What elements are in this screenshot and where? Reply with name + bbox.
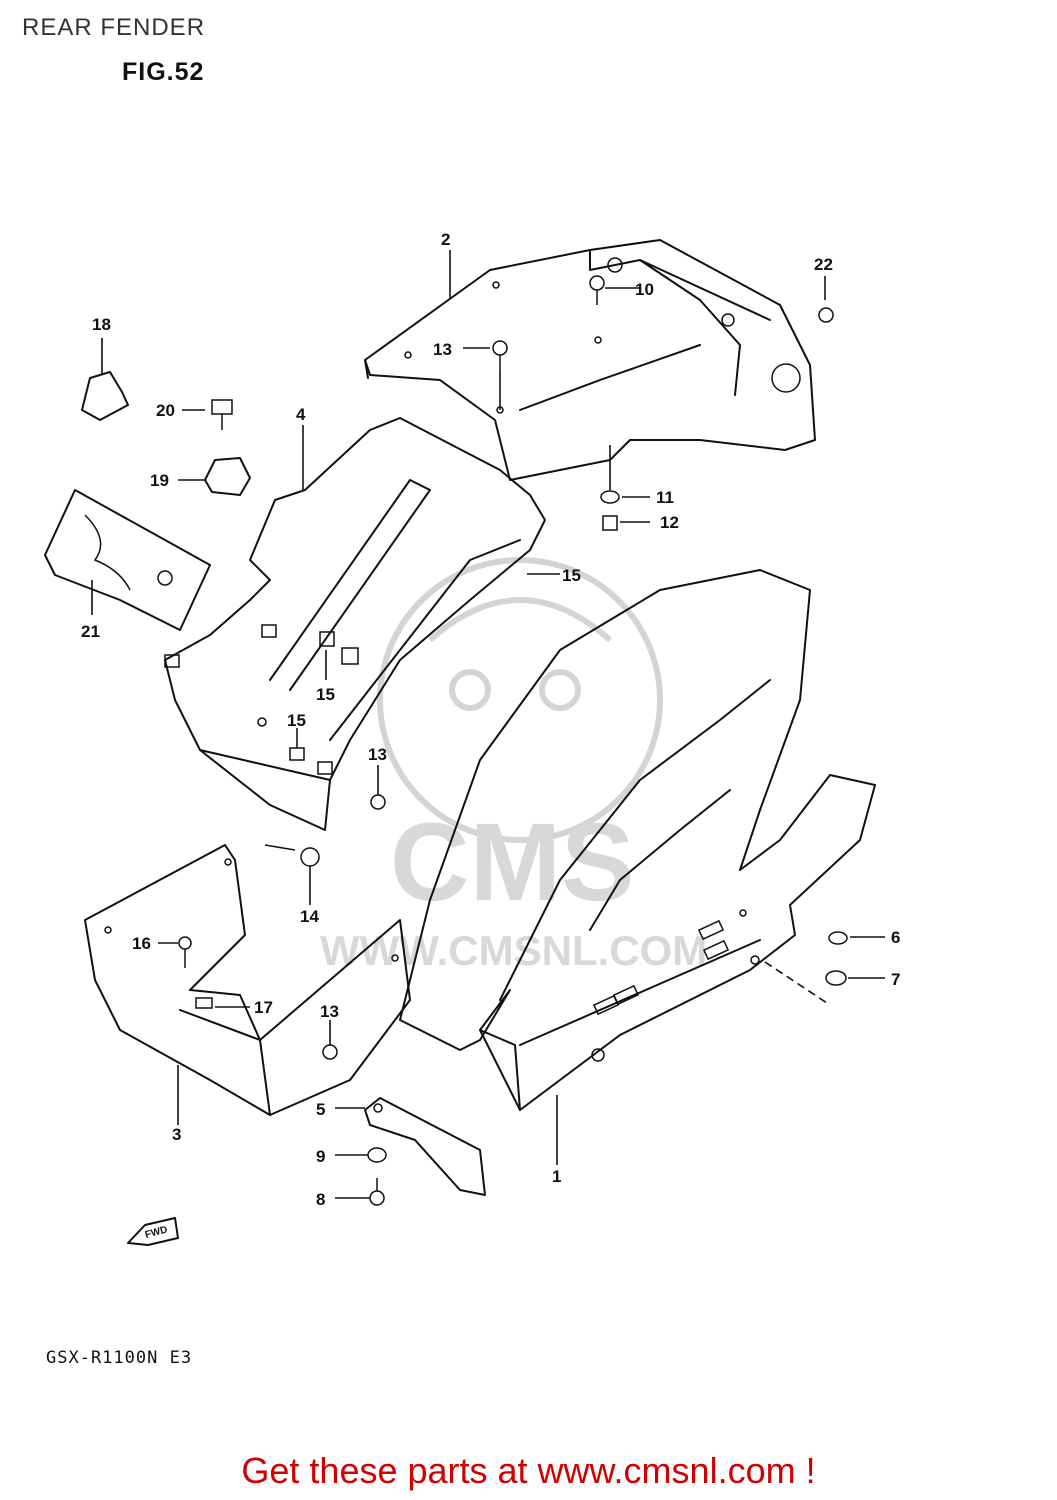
callout-7: 7: [891, 970, 900, 989]
part-4-inner-fender[interactable]: [164, 417, 546, 831]
part-3-splash-guard[interactable]: [84, 844, 411, 1116]
callout-18: 18: [92, 315, 111, 334]
fastener-14[interactable]: [300, 847, 320, 867]
part-18-clip[interactable]: [81, 371, 129, 421]
part-22-nut[interactable]: [818, 307, 834, 323]
part-2-upper-fender[interactable]: [364, 239, 816, 481]
watermark-url: WWW.CMSNL.COM: [320, 927, 707, 974]
figure-label: FIG.52: [122, 58, 205, 86]
fastener-9[interactable]: [367, 1147, 387, 1163]
fastener-12[interactable]: [602, 515, 618, 531]
callout-2: 2: [441, 230, 450, 249]
callout-9: 9: [316, 1147, 325, 1166]
callout-16: 16: [132, 934, 151, 953]
fastener-13-b[interactable]: [370, 794, 386, 810]
fastener-11[interactable]: [600, 490, 620, 504]
callout-12: 12: [660, 513, 679, 532]
fastener-13-c[interactable]: [322, 1044, 338, 1060]
callout-15-b: 15: [316, 685, 335, 704]
fastener-16[interactable]: [178, 936, 192, 968]
callout-21: 21: [81, 622, 100, 641]
callout-5: 5: [316, 1100, 325, 1119]
callout-19: 19: [150, 471, 169, 490]
callout-13-b: 13: [368, 745, 387, 764]
callout-15-c: 15: [287, 711, 306, 730]
model-code: GSX-R1100N E3: [46, 1348, 193, 1368]
callout-8: 8: [316, 1190, 325, 1209]
part-19-clip[interactable]: [204, 457, 251, 496]
callout-13-c: 13: [320, 1002, 339, 1021]
part-1-rear-hugger[interactable]: [399, 569, 876, 1111]
leader-lines: [91, 250, 885, 1199]
callout-1: 1: [552, 1167, 561, 1186]
callout-11: 11: [656, 488, 674, 507]
callout-labels: 2 18 20 19 4 21 10 13 11 12 22 15 15 15 …: [81, 230, 900, 1209]
fastener-8[interactable]: [369, 1178, 385, 1206]
fastener-10[interactable]: [589, 275, 605, 305]
part-20-bolt[interactable]: [211, 399, 233, 430]
part-21-cover[interactable]: [44, 489, 211, 631]
callout-15-a: 15: [562, 566, 581, 585]
part-5-bracket[interactable]: [364, 1097, 486, 1196]
fwd-label: FWD: [144, 1224, 169, 1241]
watermark-brand: CMS: [390, 801, 634, 924]
watermark: CMS WWW.CMSNL.COM: [320, 557, 707, 974]
callout-10: 10: [635, 280, 654, 299]
fwd-arrow-icon: FWD: [127, 1217, 179, 1246]
fastener-13-a[interactable]: [492, 340, 508, 370]
callout-6: 6: [891, 928, 900, 947]
callout-13-a: 13: [433, 340, 452, 359]
callout-14: 14: [300, 907, 319, 926]
callout-3: 3: [172, 1125, 181, 1144]
fastener-6[interactable]: [828, 931, 848, 945]
parts-link-banner[interactable]: Get these parts at www.cmsnl.com !: [241, 1450, 816, 1491]
callout-4: 4: [296, 405, 306, 424]
callout-17: 17: [254, 998, 273, 1017]
fastener-7[interactable]: [825, 970, 847, 986]
page-title: REAR FENDER: [22, 14, 206, 41]
callout-22: 22: [814, 255, 833, 274]
callout-20: 20: [156, 401, 175, 420]
